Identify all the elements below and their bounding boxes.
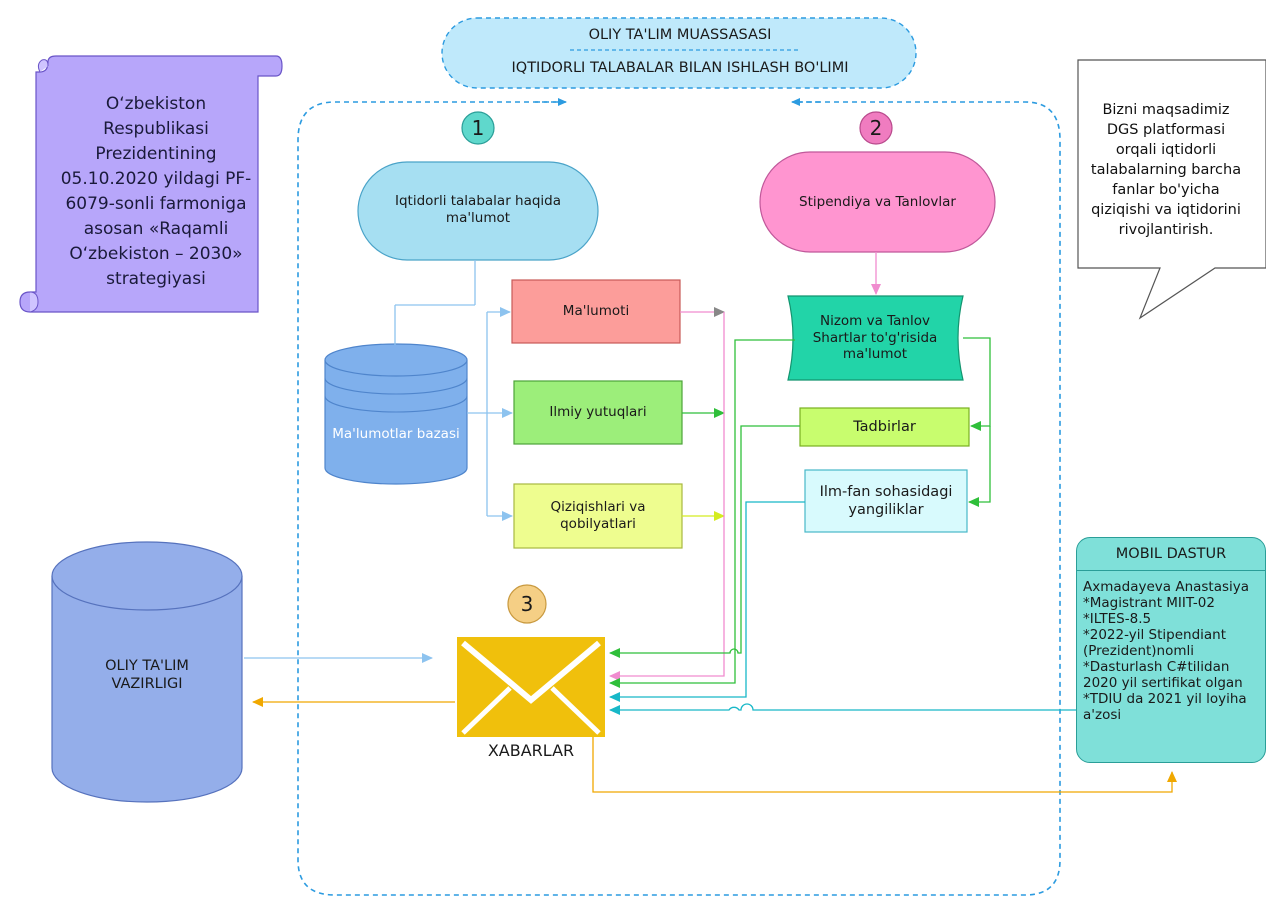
mobile-app-body: Axmadayeva Anastasiya *Magistrant MIIT-0… <box>1083 579 1250 723</box>
database-label: Ma'lumotlar bazasi <box>332 425 460 442</box>
conn-nizom-ilmfan <box>968 426 991 507</box>
conn-nizom-mail <box>609 339 795 688</box>
mail-label: XABARLAR <box>487 741 575 760</box>
marker-2-circle <box>859 111 893 145</box>
ministry-cylinder <box>51 541 243 803</box>
scroll-shape <box>19 55 283 313</box>
header-line2: IQTIDORLI TALABALAR BILAN ISHLASH BO'LIM… <box>511 59 849 76</box>
ilmfan-label: Ilm-fan sohasidagi yangiliklar <box>819 483 953 518</box>
conn-nizom-tadbirlar <box>963 337 991 431</box>
nizom-label: Nizom va Tanlov Shartlar to'g'risida ma'… <box>812 312 938 363</box>
mobile-app-panel: MOBIL DASTUR Axmadayeva Anastasiya *Magi… <box>1076 537 1266 763</box>
info-terminal <box>357 161 599 261</box>
dashed-frame <box>297 101 1061 896</box>
tadbirlar-label: Tadbirlar <box>853 418 916 435</box>
mobile-app-title: MOBIL DASTUR <box>1077 538 1265 571</box>
conn-tadbirlar-mail <box>609 425 800 658</box>
marker-2-label: 2 <box>869 115 883 140</box>
scroll-text: O‘zbekiston Respublikasi Prezidentining … <box>60 94 252 289</box>
ministry-label: OLIY TA'LIM VAZIRLIGI <box>105 657 189 692</box>
marker-3-circle <box>507 584 547 624</box>
info-terminal-label: Iqtidorli talabalar haqida ma'lumot <box>394 193 562 226</box>
mail-envelope-icon <box>457 637 605 737</box>
nizom-shape <box>787 295 964 381</box>
header-pill <box>441 17 917 89</box>
header-line1: OLIY TA'LIM MUASSASASI <box>588 26 772 43</box>
conn-mobile-mail <box>609 703 1076 715</box>
marker-1-circle <box>461 111 495 145</box>
callout-text: Bizni maqsadimiz DGS platformasi orqali … <box>1090 102 1242 238</box>
qiziqish-label: Qiziqishlari va qobilyatlari <box>550 499 646 532</box>
speech-callout <box>1077 59 1266 320</box>
ilmiy-label: Ilmiy yutuqlari <box>549 404 647 421</box>
ilmfan-box <box>804 469 968 533</box>
malumoti-label: Ma'lumoti <box>562 303 630 320</box>
stipend-terminal-label: Stipendiya va Tanlovlar <box>799 193 956 210</box>
marker-3-label: 3 <box>520 591 534 616</box>
tadbirlar-box <box>799 407 970 447</box>
conn-ilmfan-mail <box>609 501 805 702</box>
ilmiy-box <box>513 380 683 445</box>
conn-pink-to-mail <box>609 312 725 681</box>
marker-1-label: 1 <box>471 115 485 140</box>
conn-mail-mobile <box>592 737 1177 793</box>
stipend-terminal <box>759 151 996 253</box>
database-cylinder <box>324 343 468 485</box>
